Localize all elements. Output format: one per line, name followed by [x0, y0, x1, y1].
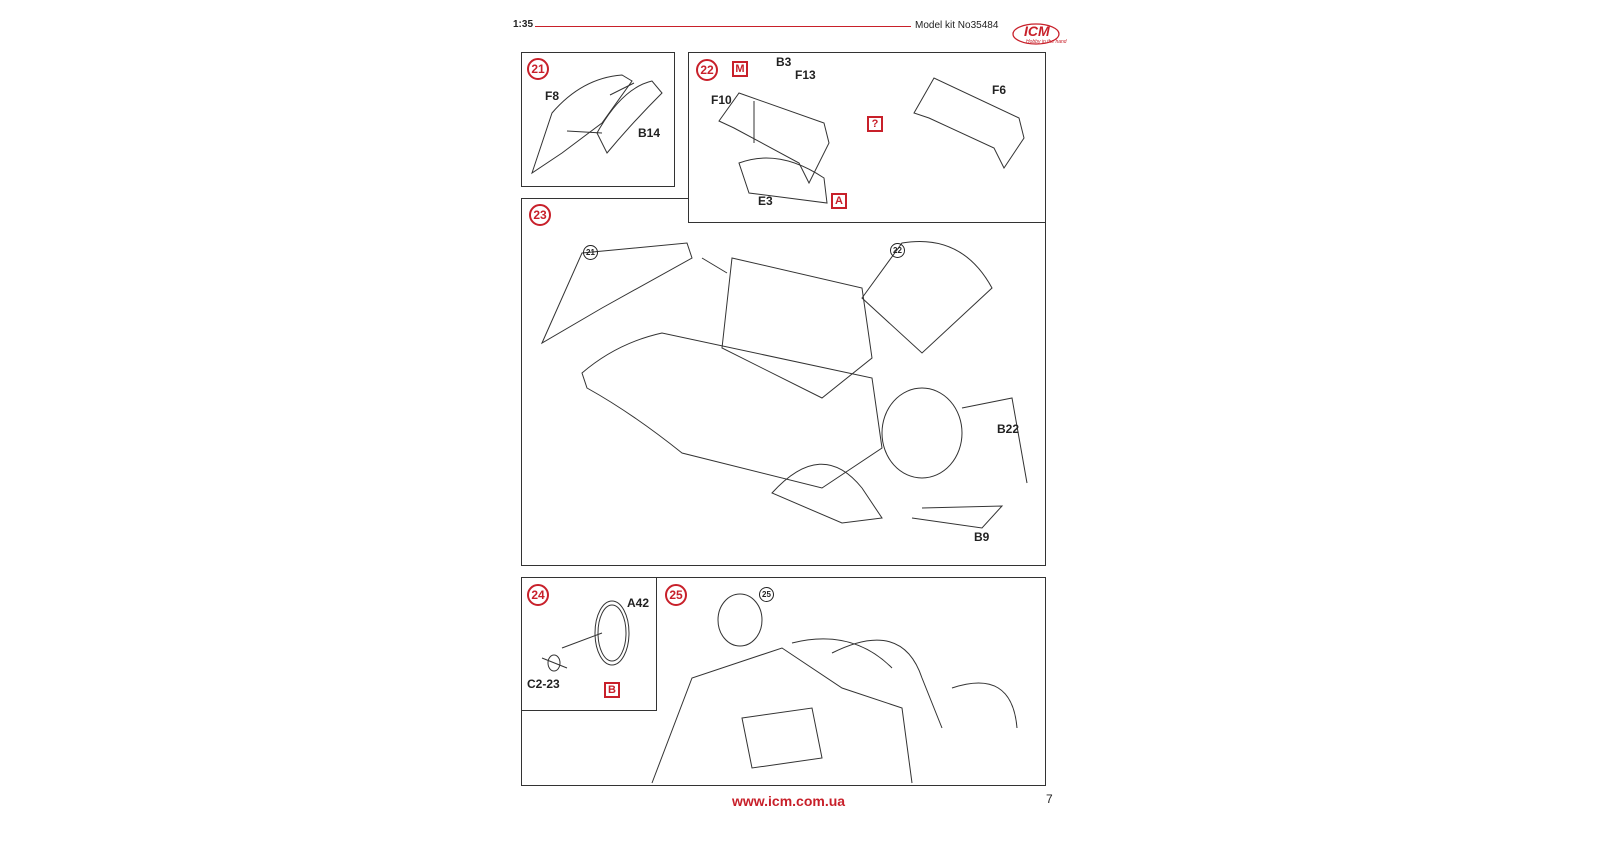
- website-link[interactable]: www.icm.com.ua: [732, 793, 846, 809]
- part-label: B9: [974, 530, 990, 544]
- part-label: F8: [545, 89, 560, 103]
- step-ref: 22: [890, 243, 905, 258]
- step-number: 21: [527, 58, 549, 80]
- part-label: F6: [992, 83, 1007, 97]
- step-number: 24: [527, 584, 549, 606]
- car-body-drawing: [540, 241, 1028, 529]
- step-number: 22: [696, 59, 718, 81]
- logo-tagline: Hobby in the hand: [1026, 39, 1067, 45]
- part-label: B22: [997, 422, 1020, 436]
- part-label: F13: [795, 68, 816, 82]
- part-label: B14: [638, 126, 661, 140]
- mark-question: ?: [867, 116, 883, 132]
- model-kit-label: Model kit No35484: [915, 20, 999, 31]
- logo-text: ICM: [1024, 23, 1050, 39]
- step-24-panel: 24 A42 C2-23 B: [521, 577, 657, 711]
- icm-logo: ICM Hobby in the hand: [1012, 20, 1067, 50]
- step-21-panel: 21 F8 B14: [521, 52, 675, 187]
- header-rule: [535, 26, 911, 27]
- step-ref: 21: [583, 245, 598, 260]
- part-label: C2-23: [527, 677, 560, 691]
- page-number: 7: [1046, 792, 1053, 806]
- part-label: E3: [758, 194, 773, 208]
- step-number: 23: [529, 204, 551, 226]
- step-number: 25: [665, 584, 687, 606]
- scale-label: 1:35: [513, 19, 534, 30]
- mark-a: A: [831, 193, 847, 209]
- part-label: A42: [627, 596, 650, 610]
- part-drawing: [718, 77, 1025, 204]
- steering-wheel-drawing: [541, 600, 630, 672]
- step-23-panel: 23 21 22 B22 B9: [521, 198, 1046, 566]
- part-label: F10: [711, 93, 732, 107]
- mark-m: M: [732, 61, 748, 77]
- part-label: B3: [776, 55, 792, 69]
- mark-b: B: [604, 682, 620, 698]
- car-interior-drawing: [651, 593, 1018, 784]
- step-ref: 25: [759, 587, 774, 602]
- step-22-panel: 22 M B3 F13 F10 E3 F6 ? A: [688, 52, 1046, 223]
- part-drawing: [531, 74, 663, 175]
